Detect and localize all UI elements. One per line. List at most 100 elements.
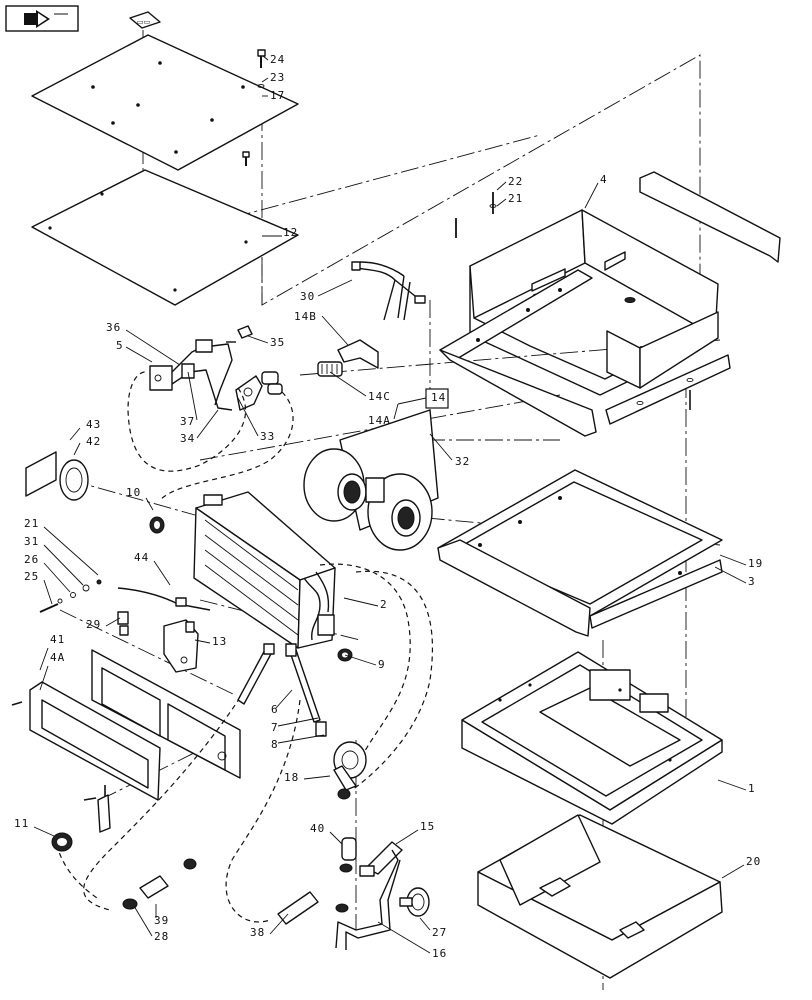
callout-8[interactable]: 8 bbox=[271, 738, 279, 751]
resistor-connector bbox=[317, 361, 343, 377]
leader-line-21b bbox=[43, 526, 99, 576]
callout-32[interactable]: 32 bbox=[455, 455, 470, 468]
callout-41[interactable]: 41 bbox=[50, 633, 65, 646]
callout-10[interactable]: 10 bbox=[126, 486, 141, 499]
leader-line-37 bbox=[187, 371, 198, 421]
callout-37[interactable]: 37 bbox=[180, 415, 195, 428]
housing-side-strip bbox=[639, 171, 781, 263]
pan-gasket bbox=[437, 469, 723, 617]
callout-1[interactable]: 1 bbox=[748, 782, 756, 795]
leader-line-8 bbox=[277, 734, 325, 744]
callout-35[interactable]: 35 bbox=[270, 336, 285, 349]
leader-line-16 bbox=[377, 921, 431, 954]
callout-6[interactable]: 6 bbox=[271, 703, 279, 716]
callout-2[interactable]: 2 bbox=[380, 598, 388, 611]
leader-line-40 bbox=[329, 831, 343, 845]
callout-44[interactable]: 44 bbox=[134, 551, 149, 564]
callout-24[interactable]: 24 bbox=[270, 53, 285, 66]
callout-34[interactable]: 34 bbox=[180, 432, 195, 445]
callout-31[interactable]: 31 bbox=[24, 535, 39, 548]
bottom-shield bbox=[477, 814, 723, 979]
grommet-plate bbox=[235, 375, 263, 411]
callout-12[interactable]: 12 bbox=[283, 226, 298, 239]
leader-line-31 bbox=[43, 544, 84, 586]
callout-17[interactable]: 17 bbox=[270, 89, 285, 102]
callout-4A[interactable]: 4A bbox=[50, 651, 65, 664]
insulation-pad bbox=[31, 169, 299, 306]
callout-9[interactable]: 9 bbox=[378, 658, 386, 671]
upper-housing bbox=[469, 209, 719, 396]
callout-43[interactable]: 43 bbox=[86, 418, 101, 431]
back-button[interactable] bbox=[5, 5, 79, 32]
callout-16[interactable]: 16 bbox=[432, 947, 447, 960]
capillary-clip bbox=[117, 611, 129, 636]
callout-25[interactable]: 25 bbox=[24, 570, 39, 583]
callout-15[interactable]: 15 bbox=[420, 820, 435, 833]
leader-line-2 bbox=[343, 597, 379, 607]
callout-40[interactable]: 40 bbox=[310, 822, 325, 835]
reference-box-14 bbox=[425, 388, 449, 409]
callout-28[interactable]: 28 bbox=[154, 930, 169, 943]
callout-29[interactable]: 29 bbox=[86, 618, 101, 631]
svg-text:▭▭: ▭▭ bbox=[137, 18, 150, 26]
callout-21b[interactable]: 21 bbox=[24, 517, 39, 530]
leader-line-30 bbox=[317, 279, 353, 297]
callout-14[interactable]: 14 bbox=[431, 391, 446, 404]
callout-7[interactable]: 7 bbox=[271, 721, 279, 734]
leader-line-42 bbox=[73, 442, 81, 456]
callout-20[interactable]: 20 bbox=[746, 855, 761, 868]
callout-30[interactable]: 30 bbox=[300, 290, 315, 303]
callout-5[interactable]: 5 bbox=[116, 339, 124, 352]
callout-42[interactable]: 42 bbox=[86, 435, 101, 448]
filter-frame bbox=[29, 681, 161, 801]
drain-tube-6 bbox=[237, 643, 275, 705]
callout-23[interactable]: 23 bbox=[270, 71, 285, 84]
blower-bracket bbox=[337, 339, 379, 369]
callout-18[interactable]: 18 bbox=[284, 771, 299, 784]
leader-line-25 bbox=[43, 579, 53, 605]
leader-line-27 bbox=[419, 917, 431, 931]
callout-3[interactable]: 3 bbox=[748, 575, 756, 588]
leader-line-44 bbox=[153, 560, 171, 586]
leader-line-43 bbox=[69, 427, 81, 441]
leader-line-7 bbox=[277, 717, 319, 727]
grommet-11 bbox=[51, 832, 73, 852]
callout-36[interactable]: 36 bbox=[106, 321, 121, 334]
callout-33[interactable]: 33 bbox=[260, 430, 275, 443]
callout-21a[interactable]: 21 bbox=[508, 192, 523, 205]
leader-line-14C bbox=[329, 371, 367, 397]
leader-line-20 bbox=[721, 864, 745, 879]
callout-39[interactable]: 39 bbox=[154, 914, 169, 927]
callout-27[interactable]: 27 bbox=[432, 926, 447, 939]
leader-line-4 bbox=[584, 182, 599, 209]
pan-seal-strip bbox=[437, 539, 723, 637]
cover-screw bbox=[242, 49, 266, 166]
callout-14C[interactable]: 14C bbox=[368, 390, 391, 403]
leader-line-38 bbox=[269, 913, 289, 935]
callout-19[interactable]: 19 bbox=[748, 557, 763, 570]
callout-14B[interactable]: 14B bbox=[294, 310, 317, 323]
leader-line-1 bbox=[717, 779, 747, 791]
callout-14A[interactable]: 14A bbox=[368, 414, 391, 427]
tube-fittings bbox=[261, 371, 283, 395]
leader-line-6 bbox=[275, 689, 293, 709]
callout-4[interactable]: 4 bbox=[600, 173, 608, 186]
back-arrow-icon bbox=[24, 10, 68, 28]
leader-line-18 bbox=[303, 775, 331, 780]
decal: ▭▭ bbox=[129, 11, 161, 29]
drain-hose-clamp-40 bbox=[341, 837, 357, 861]
leader-line-14 bbox=[397, 397, 427, 405]
wiring-harness bbox=[351, 261, 426, 321]
callout-22[interactable]: 22 bbox=[508, 175, 523, 188]
hose-clamp-28 bbox=[122, 858, 197, 910]
lower-housing-pan bbox=[461, 651, 723, 825]
callout-13[interactable]: 13 bbox=[212, 635, 227, 648]
callout-26[interactable]: 26 bbox=[24, 553, 39, 566]
leader-line-3 bbox=[714, 566, 747, 584]
leader-line-9 bbox=[344, 654, 377, 666]
callout-11[interactable]: 11 bbox=[14, 817, 29, 830]
callout-38[interactable]: 38 bbox=[250, 926, 265, 939]
